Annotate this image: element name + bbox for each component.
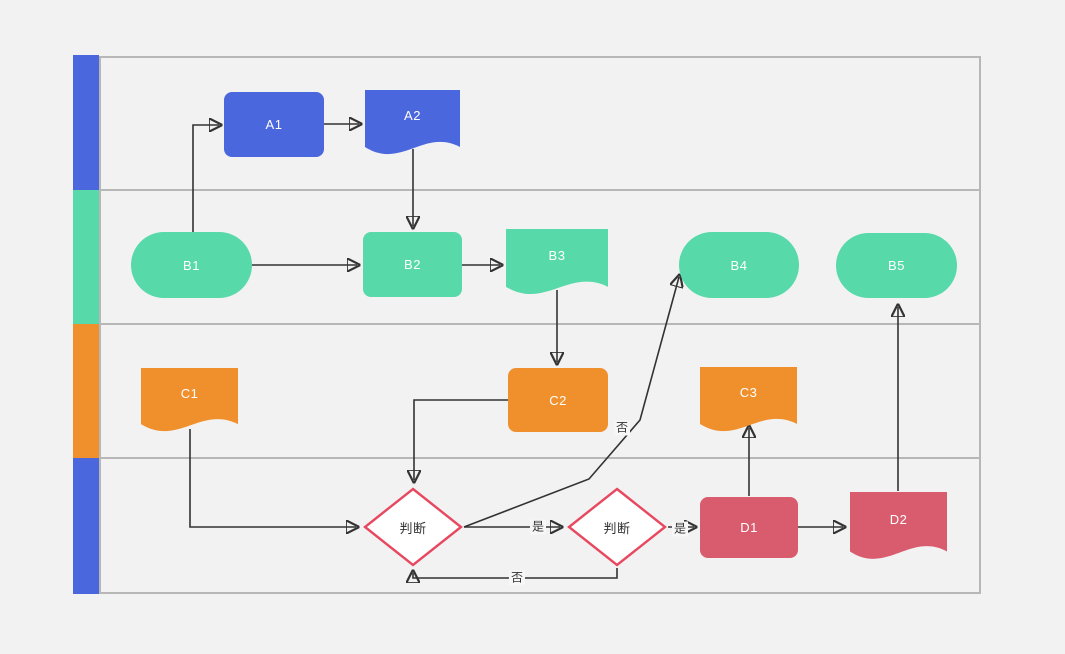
- node-d2-label: D2: [889, 511, 908, 527]
- node-b3[interactable]: B3: [506, 229, 608, 300]
- document-shape: [850, 492, 947, 559]
- document-shape: [365, 90, 460, 155]
- node-c2[interactable]: C2: [508, 368, 608, 432]
- node-c2-label: C2: [549, 392, 567, 408]
- node-b3-label: B3: [548, 247, 566, 263]
- node-judge1[interactable]: 判断: [363, 487, 463, 567]
- edge-label-yes-2: 是: [671, 521, 689, 537]
- node-a2[interactable]: A2: [365, 90, 460, 160]
- node-c1[interactable]: C1: [141, 368, 238, 437]
- node-b4[interactable]: B4: [679, 232, 799, 298]
- lane-divider-3: [99, 457, 981, 459]
- lane-header-1[interactable]: [73, 55, 99, 190]
- node-b2-label: B2: [404, 257, 421, 272]
- diamond-shape: [567, 487, 667, 567]
- node-d1[interactable]: D1: [700, 497, 798, 558]
- edge-label-yes-1: 是: [529, 519, 547, 535]
- node-d1-label: D1: [740, 520, 758, 535]
- lane-header-3[interactable]: [73, 324, 99, 458]
- node-a1-label: A1: [265, 117, 283, 132]
- lane-header-4[interactable]: [73, 458, 99, 594]
- node-b2[interactable]: B2: [363, 232, 462, 297]
- node-c1-label: C1: [180, 386, 199, 402]
- edge-label-no-1: 否: [613, 420, 631, 436]
- node-d2[interactable]: D2: [850, 492, 947, 565]
- node-c3[interactable]: C3: [700, 367, 797, 437]
- node-a1[interactable]: A1: [224, 92, 324, 157]
- node-c3-label: C3: [739, 385, 758, 401]
- diamond-shape: [363, 487, 463, 567]
- lane-divider-2: [99, 323, 981, 325]
- node-b1-label: B1: [183, 257, 200, 273]
- lane-header-2[interactable]: [73, 190, 99, 324]
- node-b1[interactable]: B1: [131, 232, 252, 298]
- node-a2-label: A2: [404, 108, 421, 124]
- document-shape: [141, 368, 238, 432]
- document-shape: [506, 229, 608, 295]
- edge-label-no-2: 否: [508, 570, 526, 586]
- node-b4-label: B4: [730, 257, 748, 273]
- node-b5[interactable]: B5: [836, 233, 957, 298]
- lane-divider-1: [99, 189, 981, 191]
- node-b5-label: B5: [888, 258, 905, 273]
- node-judge2-label: 判断: [603, 520, 631, 536]
- document-shape: [700, 367, 797, 432]
- node-judge2[interactable]: 判断: [567, 487, 667, 567]
- node-judge1-label: 判断: [399, 520, 427, 536]
